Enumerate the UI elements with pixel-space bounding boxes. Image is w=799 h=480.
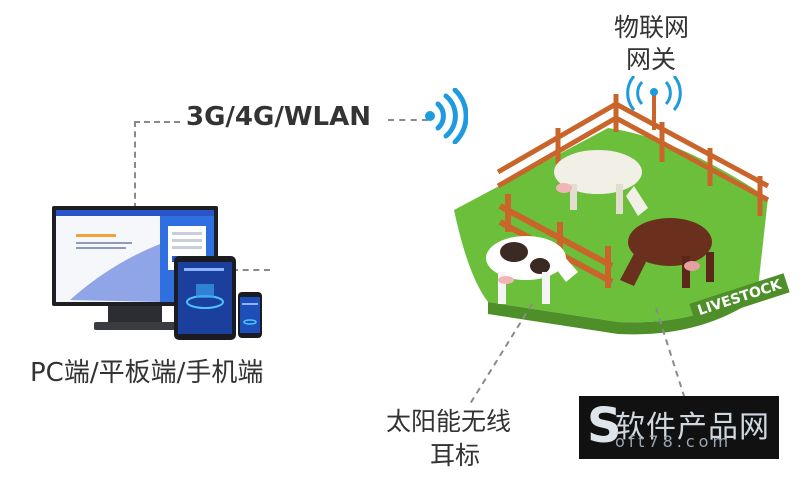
connector-vertical [134, 121, 136, 209]
eartag-pointers [450, 300, 690, 410]
devices-label: PC端/平板端/手机端 [30, 352, 263, 389]
network-label: 3G/4G/WLAN [186, 102, 371, 132]
tablet-icon [174, 256, 236, 340]
gateway-label-line1: 物联网 [614, 8, 689, 44]
eartag-label-line1: 太阳能无线 [386, 402, 511, 438]
watermark-sub-text: oft78.com [615, 432, 732, 451]
connector-horizontal-left [134, 121, 180, 123]
phone-icon [238, 292, 262, 338]
eartag-label-line2: 耳标 [430, 436, 480, 472]
devices-illustration [50, 204, 272, 342]
gateway-label-line2: 网关 [626, 40, 676, 76]
watermark: S 软件产品网 oft78.com [579, 396, 779, 459]
gateway-antenna-icon [628, 76, 681, 130]
